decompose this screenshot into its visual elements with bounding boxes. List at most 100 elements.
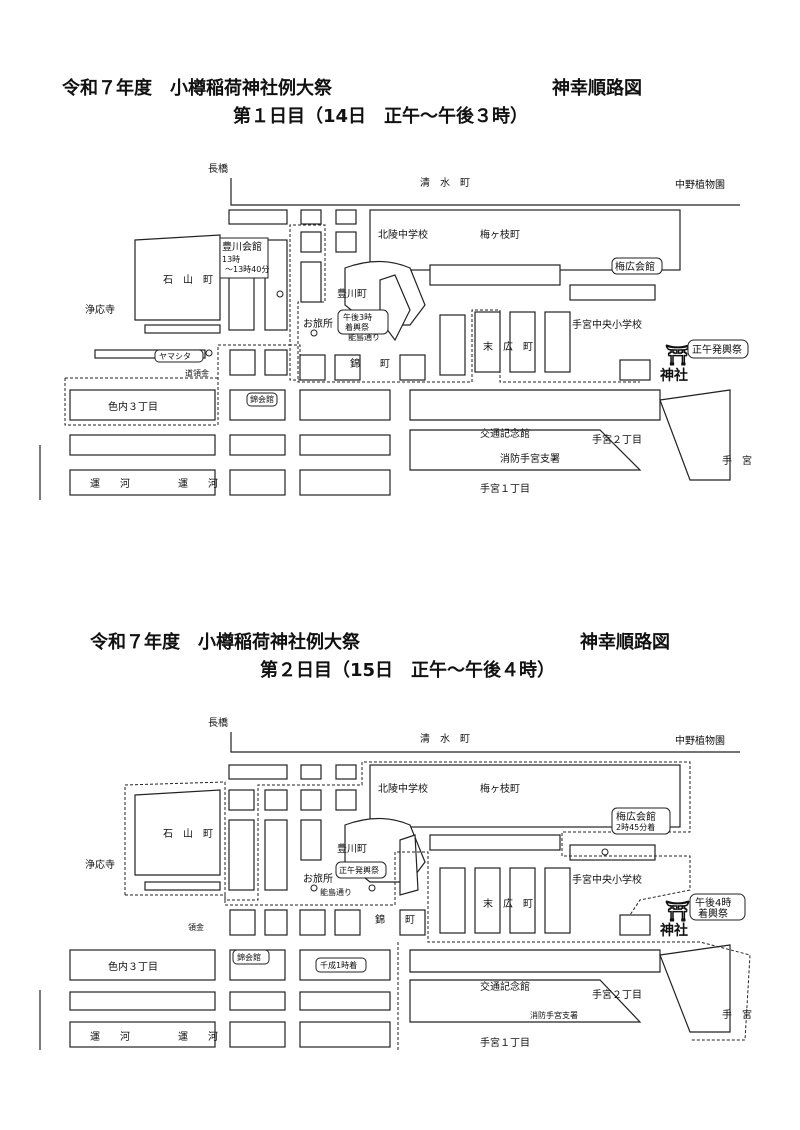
map-mark: 正午発輿祭	[692, 343, 742, 356]
day1-label-temiya: 手 宮	[722, 454, 752, 467]
map-mark: 正午発輿祭	[339, 865, 379, 875]
day2-block-shikinai	[69, 949, 216, 981]
day2-block	[544, 867, 571, 934]
map-mark: ヤマシタ	[159, 352, 191, 361]
day1-torii-icon: ⛩	[665, 343, 690, 367]
day1-label-toyokawa: 豊川町	[337, 287, 367, 300]
day1-block	[264, 239, 288, 331]
day1-block	[229, 434, 286, 456]
day1-label-joouji: 浄応寺	[85, 303, 115, 316]
day1-map: ⛩ 長橋 清 水 町 中野植物園 石 山 町 北陵中学校 梅ヶ枝町 豊川町 浄応…	[0, 150, 800, 510]
day1-callout-nishiki	[246, 392, 278, 407]
day2-label-shobo: 消防手宮支署	[530, 1010, 578, 1020]
day1-block	[69, 434, 216, 456]
day1-label-unga1: 運 河	[90, 478, 130, 490]
day2-block	[439, 867, 466, 934]
day1-callout-toyokawa	[219, 237, 269, 279]
day1-block	[569, 284, 656, 301]
day2-label-nakano: 中野植物園	[675, 734, 725, 747]
day2-block	[334, 909, 361, 936]
day2-block	[264, 819, 288, 891]
day1-title: 令和７年度 小樽稲荷神社例大祭	[62, 78, 332, 99]
day2-callout-otabisho-note	[335, 861, 387, 879]
day2-route	[124, 761, 691, 916]
day1-block	[474, 311, 501, 373]
day2-label-shimizu: 清 水 町	[420, 732, 470, 745]
day2-label-umegae: 梅ヶ枝町	[480, 782, 520, 795]
day1-block	[509, 311, 536, 373]
day2-block	[409, 949, 661, 973]
day1-callout-otabisho-note	[337, 309, 389, 335]
map-mark: 梅広会館	[616, 810, 656, 823]
map-mark: 千成1時着	[320, 960, 357, 970]
day1-label-ishiyama: 石 山 町	[163, 274, 213, 286]
day2-block	[569, 844, 656, 861]
map-mark: ～13時40分	[225, 265, 269, 274]
map-mark: 2時45分着	[616, 822, 655, 832]
day2-label-ishiyama: 石 山 町	[163, 828, 213, 840]
day2-label-nagahashi: 長橋	[208, 716, 228, 729]
day1-block-kotsu	[409, 429, 642, 471]
day1-title-right: 神幸順路図	[552, 78, 642, 99]
day1-label-shrine: 神社	[660, 367, 688, 384]
day1-route	[64, 224, 640, 426]
day1-label-hokuryo: 北陵中学校	[378, 228, 428, 241]
day1-label-temiya1: 手宮１丁目	[480, 482, 530, 495]
map-mark: 錦会館	[250, 394, 274, 404]
day2-block	[300, 764, 322, 780]
day2-label-hokuryo: 北陵中学校	[378, 782, 428, 795]
day1-block	[299, 434, 391, 456]
day2-block	[264, 789, 288, 811]
day2-callout-chikushi	[315, 957, 367, 973]
day2-title: 令和７年度 小樽稲荷神社例大祭	[90, 632, 360, 653]
day2-label-kotsu: 交通記念館	[480, 980, 530, 993]
map-mark: 梅広会館	[615, 260, 655, 273]
day2-block	[228, 764, 288, 780]
day1-block	[300, 209, 322, 225]
day1-block	[429, 264, 561, 286]
map-mark	[205, 349, 213, 357]
day2-label-nishiki: 錦 町	[375, 913, 415, 926]
day2-block	[229, 909, 256, 936]
day1-label-nakano: 中野植物園	[675, 178, 725, 191]
day1-block-unga2	[229, 469, 286, 496]
day2-block	[264, 909, 288, 936]
day1-block	[335, 231, 357, 253]
day1-callout-umehiro	[611, 257, 663, 275]
day2-block	[300, 789, 322, 811]
map-mark	[276, 290, 284, 298]
day2-label-unga2: 運 河	[178, 1031, 218, 1043]
day2-label-toyokawa: 豊川町	[337, 842, 367, 855]
day2-block-ishiyama	[134, 789, 221, 876]
day1-label-noshima: 能島通り	[348, 332, 380, 342]
day2-callout-umehiro	[611, 807, 671, 835]
day2-block-unga1	[69, 1021, 216, 1048]
day1-block	[619, 359, 651, 381]
map-mark: 道領金	[185, 368, 209, 378]
day2-callout-otabisho: お旅所	[303, 872, 333, 885]
day2-road-top	[230, 732, 740, 753]
map-mark: 午後4時	[695, 896, 731, 909]
day2-label-temiya2: 手宮２丁目	[592, 988, 642, 1001]
day1-block-unga1	[69, 469, 216, 496]
day2-block	[300, 819, 322, 861]
day2-block	[619, 914, 651, 936]
day1-label-shimizu: 清 水 町	[420, 176, 470, 189]
day2-block	[659, 944, 731, 1033]
day2-label-unga1: 運 河	[90, 1031, 130, 1043]
day2-label-suehiro: 末 広 町	[483, 897, 533, 910]
day2-callout-shrine	[689, 893, 746, 921]
day1-block	[94, 349, 206, 359]
day1-road-top	[230, 178, 740, 206]
day2-label-shrine: 神社	[660, 922, 688, 939]
day1-label-umegae: 梅ヶ枝町	[480, 228, 520, 241]
day2-label-shikinai: 色内３丁目	[108, 960, 158, 973]
day1-label-kotsu: 交通記念館	[480, 427, 530, 440]
day1-block	[264, 349, 288, 376]
day2-label-joouji: 浄応寺	[85, 858, 115, 871]
day2-block-unga2	[229, 1021, 286, 1048]
day1-block	[299, 354, 326, 381]
day2-block	[399, 909, 426, 936]
day2-block	[229, 991, 286, 1011]
map-mark: 錦会館	[237, 952, 261, 962]
